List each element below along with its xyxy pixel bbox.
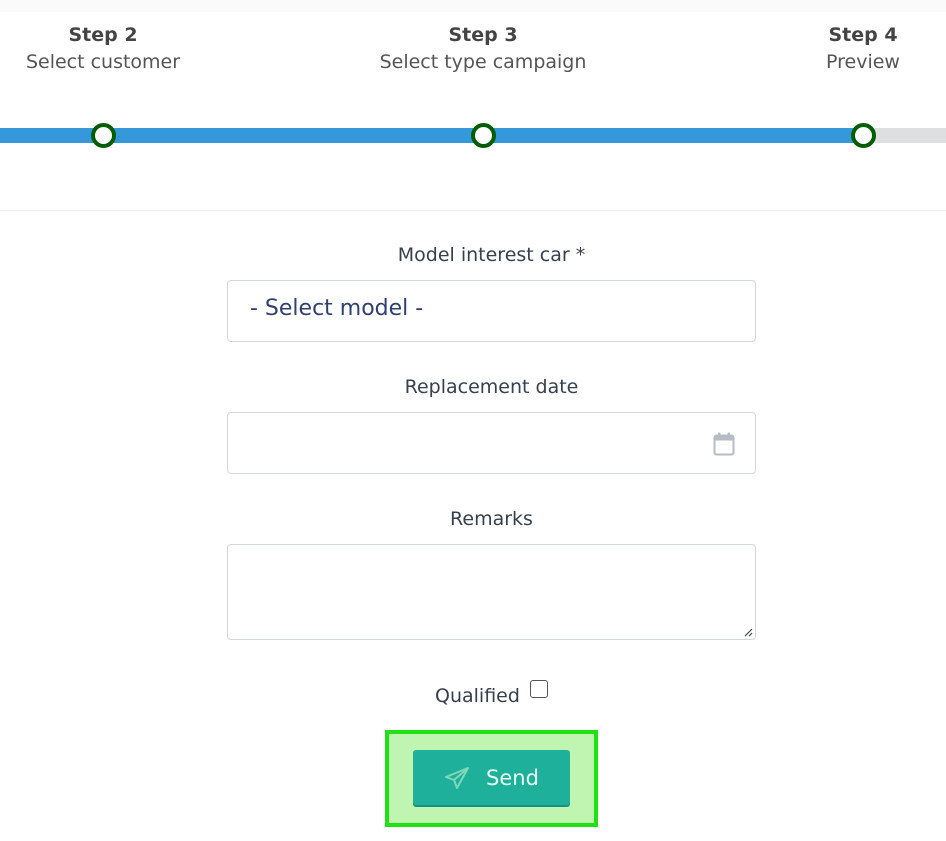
step-3-subtitle: Select type campaign [379, 51, 587, 73]
qualified-label: Qualified [435, 685, 520, 707]
paper-plane-icon [445, 766, 470, 789]
qualified-row: Qualified [227, 680, 756, 707]
model-select-value: - Select model - [250, 296, 424, 321]
qualified-checkbox[interactable] [529, 680, 548, 698]
step-2[interactable]: Step 2 Select customer [0, 22, 233, 76]
replacement-date-input[interactable] [227, 412, 756, 474]
step-2-subtitle: Select customer [25, 51, 181, 73]
step-2-title: Step 2 [68, 24, 138, 46]
send-button[interactable]: Send [413, 750, 570, 805]
remarks-label: Remarks [450, 508, 533, 530]
step-4[interactable]: Step 4 Preview [733, 22, 946, 76]
stepper-top-strip [0, 0, 946, 12]
campaign-stepper: Step 2 Select customer Step 3 Select typ… [0, 0, 946, 211]
step-4-subtitle: Preview [826, 51, 900, 73]
step-4-marker[interactable] [851, 123, 876, 148]
step-3-marker[interactable] [471, 123, 496, 148]
step-3[interactable]: Step 3 Select type campaign [353, 22, 613, 76]
remarks-textarea[interactable] [227, 544, 756, 640]
resize-grip-icon[interactable] [743, 627, 753, 637]
step-4-title: Step 4 [828, 24, 898, 46]
send-button-label: Send [486, 765, 539, 790]
step-3-title: Step 3 [448, 24, 518, 46]
progress-fill [0, 128, 871, 143]
model-label: Model interest car * [397, 244, 586, 266]
replacement-date-label: Replacement date [404, 376, 579, 398]
model-select[interactable]: - Select model - [227, 280, 756, 342]
calendar-icon[interactable] [713, 432, 735, 456]
step-2-marker[interactable] [91, 123, 116, 148]
